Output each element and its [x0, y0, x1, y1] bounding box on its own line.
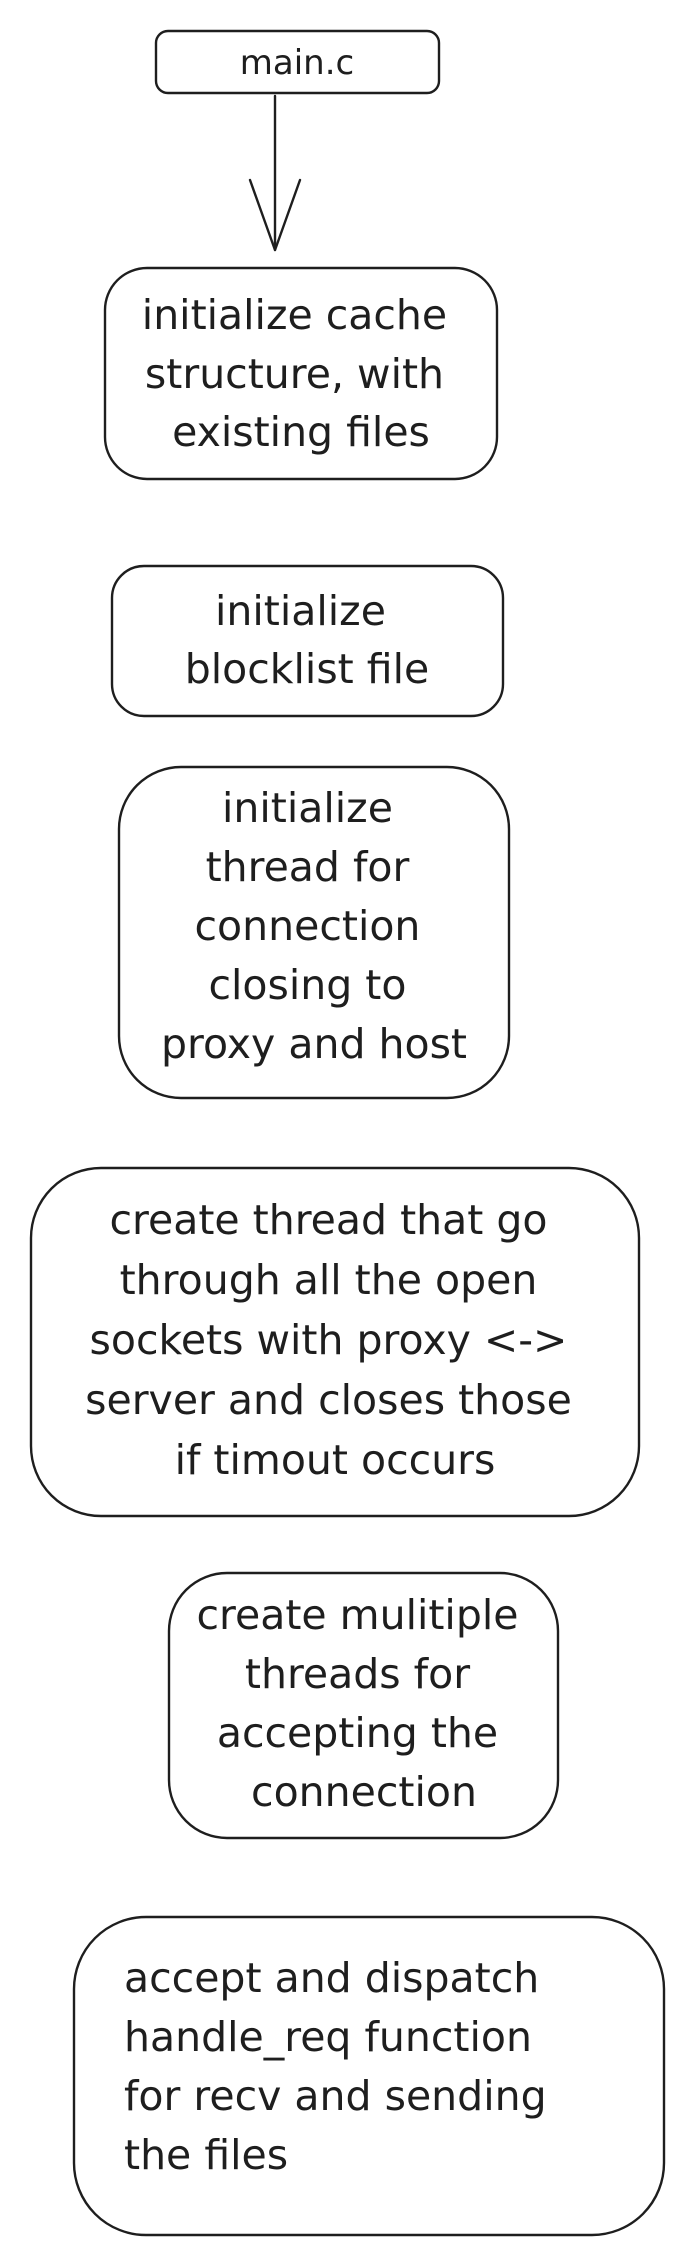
node-timeout-thread-line: through all the open [120, 1256, 538, 1304]
node-accept-threads-line: threads for [245, 1650, 470, 1698]
node-timeout-thread-line: server and closes those [85, 1376, 572, 1424]
node-dispatch-label: accept and dispatch handle_req function … [124, 1954, 560, 2179]
node-accept-threads-label: create mulitiple threads for accepting t… [196, 1591, 531, 1816]
node-main-line: main.c [240, 43, 354, 83]
node-dispatch-box [72, 1915, 666, 2237]
node-timeout-thread: create thread that go through all the op… [29, 1166, 641, 1518]
node-dispatch-line: handle_req function [124, 2013, 532, 2061]
node-accept-threads-line: create mulitiple [196, 1591, 518, 1639]
node-close-thread-line: connection [195, 902, 421, 950]
node-cache-line: structure, with [145, 350, 444, 398]
node-close-thread-label: initialize thread for connection closing… [161, 784, 467, 1068]
node-timeout-thread-line: sockets with proxy <-> [90, 1316, 568, 1364]
node-close-thread: initialize thread for connection closing… [117, 765, 511, 1100]
node-cache-line: existing files [172, 408, 430, 456]
node-blocklist: initialize blocklist file [110, 564, 505, 718]
node-timeout-thread-label: create thread that go through all the op… [85, 1196, 585, 1484]
node-accept-threads-line: accepting the [217, 1709, 498, 1757]
node-close-thread-line: thread for [206, 843, 410, 891]
node-close-thread-line: initialize [222, 784, 393, 832]
node-close-thread-box [117, 765, 511, 1100]
node-dispatch-line: the files [124, 2131, 288, 2179]
node-dispatch-line: for recv and sending [124, 2072, 547, 2120]
node-close-thread-line: proxy and host [161, 1020, 467, 1068]
node-main-box [154, 29, 441, 95]
node-blocklist-line: blocklist file [185, 645, 429, 693]
node-blocklist-label: initialize blocklist file [185, 587, 429, 693]
node-cache-box [103, 266, 499, 481]
node-timeout-thread-line: if timout occurs [175, 1436, 496, 1484]
node-blocklist-box [110, 564, 505, 718]
node-accept-threads: create mulitiple threads for accepting t… [167, 1571, 560, 1840]
node-blocklist-line: initialize [215, 587, 386, 635]
node-dispatch: accept and dispatch handle_req function … [72, 1915, 666, 2237]
node-accept-threads-box [167, 1571, 560, 1840]
node-cache: initialize cache structure, with existin… [103, 266, 499, 481]
node-accept-threads-line: connection [251, 1768, 477, 1816]
arrow-main-to-cache [248, 94, 302, 252]
node-timeout-thread-box [29, 1166, 641, 1518]
node-close-thread-line: closing to [208, 961, 406, 1009]
node-timeout-thread-line: create thread that go [109, 1196, 547, 1244]
node-main-label: main.c [240, 43, 354, 83]
node-cache-label: initialize cache structure, with existin… [142, 291, 460, 456]
node-main: main.c [154, 29, 441, 95]
node-cache-line: initialize cache [142, 291, 447, 339]
node-dispatch-line: accept and dispatch [124, 1954, 539, 2002]
arrow-head [248, 178, 302, 252]
